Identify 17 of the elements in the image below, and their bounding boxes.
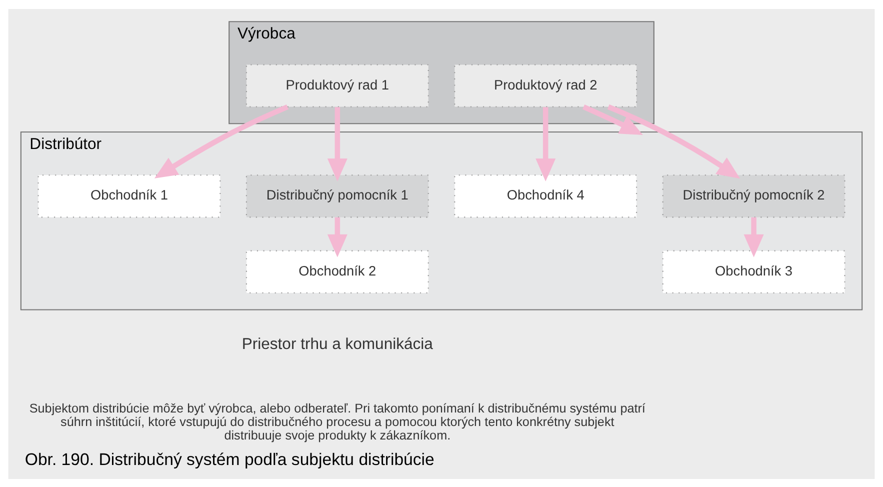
node-box: Produktový rad 2: [454, 64, 638, 107]
arrow: [744, 216, 764, 257]
arrow: [607, 104, 740, 178]
arrow: [536, 106, 556, 181]
node-box: Produktový rad 1: [246, 64, 429, 107]
label: Subjektom distribúcie môže byť výrobca, alebo odberateľ. Pri takomto ponímaní k distribučnému systému patrí súhrn inštitúcií, ktoré vstupujú do distribučného procesu a pomocou ktorých tento konkrétny subjekt distribuuje svoje produkty k zákazníkom.: [29, 400, 646, 442]
arrow: [582, 104, 643, 134]
node-box: Obchodník 2: [246, 250, 429, 293]
arrow: [327, 216, 348, 257]
node-box: Distribučný pomocník 1: [246, 174, 429, 218]
label: Priestor trhu a komunikácia: [242, 336, 433, 353]
node-box: Obchodník 3: [662, 250, 846, 293]
node-box: Distribučný pomocník 2: [662, 174, 846, 218]
node-box: Obchodník 4: [454, 174, 638, 218]
caption: Obr. 190. Distribučný systém podľa subjektu distribúcie: [24, 450, 434, 469]
node-box: Obchodník 1: [38, 174, 221, 218]
arrow: [327, 106, 348, 181]
